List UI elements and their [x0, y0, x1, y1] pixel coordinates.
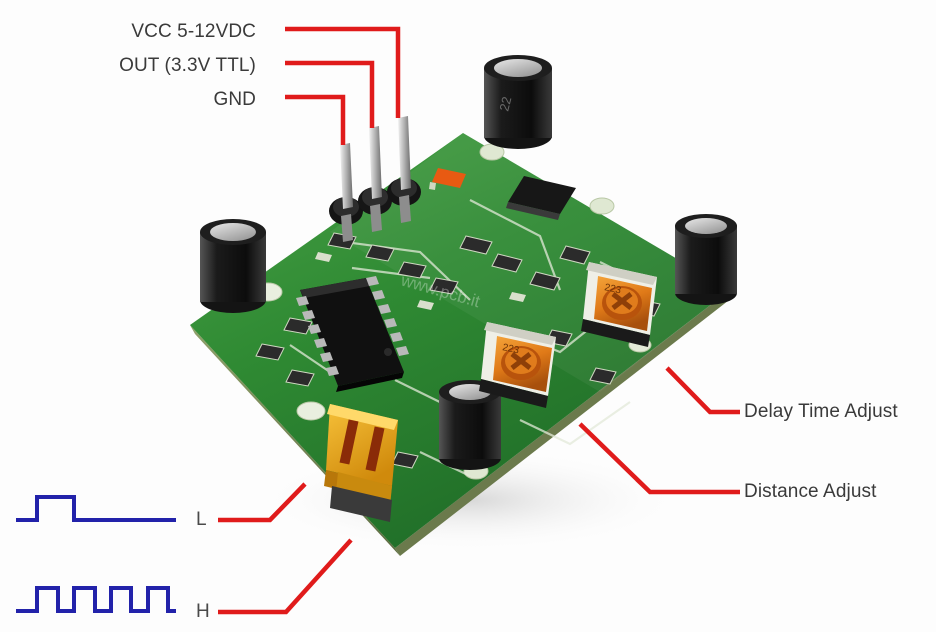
board-top-face: [190, 133, 730, 548]
leader-out: [285, 60, 375, 128]
leader-distance: [578, 422, 740, 495]
label-vcc: VCC 5-12VDC: [131, 21, 256, 42]
board-edge-thickness-right: [395, 290, 733, 556]
capacitor-right: [675, 214, 737, 305]
led-diode: [432, 168, 466, 188]
pcb-board: www.pcb.it: [190, 133, 733, 556]
leader-delay-time: [665, 366, 740, 415]
capacitor-left: [200, 219, 266, 313]
label-trigger-low: L: [196, 509, 207, 530]
leader-gnd: [285, 94, 346, 145]
voltage-regulator: [508, 176, 576, 214]
pin-vcc: [398, 116, 411, 190]
leader-low: [218, 482, 307, 523]
leader-high: [218, 538, 353, 615]
label-out: OUT (3.3V TTL): [119, 55, 256, 76]
label-gnd: GND: [213, 89, 256, 110]
svg-text:223: 223: [501, 342, 520, 356]
pin-out: [369, 126, 382, 199]
pir-controller-ic: [296, 276, 409, 392]
svg-text:223: 223: [603, 282, 622, 296]
repeat-trigger-waveform: [16, 586, 176, 613]
pin-gnd: [340, 143, 353, 209]
label-distance-adjust: Distance Adjust: [744, 481, 877, 502]
pin-header[interactable]: [329, 116, 421, 242]
capacitor-bottom: [439, 380, 501, 470]
label-trigger-high: H: [196, 601, 210, 622]
svg-text:22: 22: [496, 95, 514, 113]
distance-adjust-potentiometer[interactable]: 223: [479, 322, 556, 408]
leader-vcc: [285, 26, 401, 118]
label-delay-time-adjust: Delay Time Adjust: [744, 401, 898, 422]
waveforms: [16, 495, 176, 613]
trigger-mode-jumper[interactable]: [324, 404, 398, 522]
delay-time-adjust-potentiometer[interactable]: 223: [581, 262, 657, 347]
leader-lines: [218, 26, 740, 615]
single-trigger-waveform: [16, 495, 176, 522]
smd-components: [255, 168, 661, 469]
capacitor-top: 22: [484, 55, 552, 149]
